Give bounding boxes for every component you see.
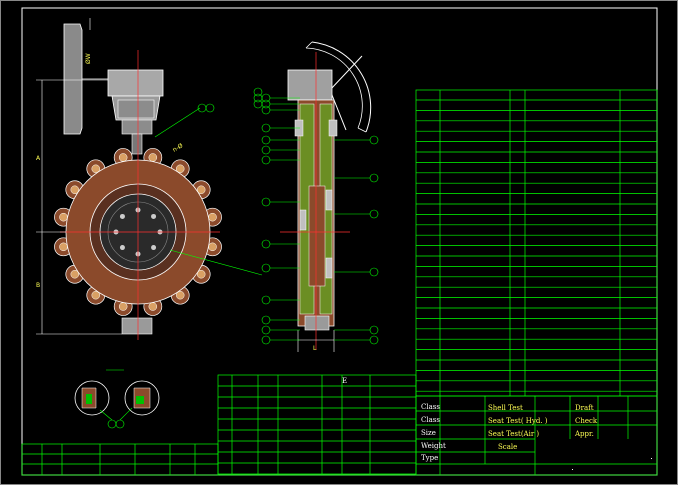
lug-hole [118,302,128,311]
dimension-a: A [36,155,41,162]
disc-bolt [119,213,125,219]
dimension-b: B [36,282,40,289]
disc-bolt [119,245,125,251]
callout-balloon [261,335,271,345]
callout-balloon [261,155,271,165]
callout-balloon [369,209,379,219]
side-gearbox [287,69,333,101]
lug-hole [175,164,185,174]
title-block-left-labels: Class Class Size Weight Type [421,403,446,462]
callout-balloon [369,173,379,183]
dimension-handwheel: ØW [85,53,92,64]
title-block-approval-labels: Draft Check Appr. [574,404,598,438]
callout-balloon [261,239,271,249]
handwheel [63,23,83,135]
label-check: Check [575,417,598,425]
label-shell-test: Shell Test [488,404,523,412]
lug-hole [196,185,206,195]
label-appr: Appr. [574,430,594,438]
callout-balloon [369,335,379,345]
revision-table [217,374,417,476]
table-marker: E [342,377,347,385]
callout-balloon [261,135,271,145]
callout-balloon [261,105,271,115]
gearbox [107,69,164,97]
callout-balloon [261,197,271,207]
tick-marks [572,458,652,470]
label-type: Type [421,454,438,462]
label-scale: Scale [498,443,517,451]
callout-balloon [369,325,379,335]
lug-hole [148,302,158,311]
lug-hole [91,290,101,300]
callout-balloon [253,99,263,109]
lug-hole [148,153,158,162]
dimension-l: L [313,345,317,352]
label-seat-test-hyd: Seat Test( Hyd. ) [488,417,548,425]
callout-balloon [261,263,271,273]
lug-hole [196,269,206,279]
side-view: L [253,41,379,352]
callout-balloon [253,93,263,103]
callout-balloon [369,267,379,277]
callout-balloon [369,135,379,145]
balloons-left [253,87,300,345]
label-size: Size [421,429,436,437]
lug-hole [208,242,217,252]
label-draft: Draft [575,404,594,412]
lug-hole [118,153,128,162]
label-seat-test-air: Seat Test(Air ) [488,430,539,438]
callout-balloon [261,315,271,325]
label-class-2: Class [421,416,440,424]
callout-balloon [261,325,271,335]
lug-hole [70,185,80,195]
bottom-left-table [21,443,219,476]
lug-hole [208,212,217,222]
sector-handwheel [311,41,372,133]
balloons-right [334,135,379,345]
callout-balloon [261,145,271,155]
callout-balloon [261,295,271,305]
label-weight: Weight [421,442,446,450]
callout-balloon [253,87,263,97]
disc-bolt [151,245,157,251]
lug-hole [91,164,101,174]
disc-bolt [151,213,157,219]
parts-list-table [415,89,658,397]
lug-hole [175,290,185,300]
label-class-1: Class [421,403,440,411]
title-block-test-labels: Shell Test Seat Test( Hyd. ) Seat Test(A… [488,404,548,451]
seat-detail-views [74,369,160,429]
title-block [415,395,658,476]
lug-hole [70,269,80,279]
callout-balloon [261,123,271,133]
lug-hole [59,242,68,252]
lug-hole [59,212,68,222]
dimension-top-flange: n-Ø [172,142,185,154]
front-view: A B ØW n-Ø [36,18,263,340]
